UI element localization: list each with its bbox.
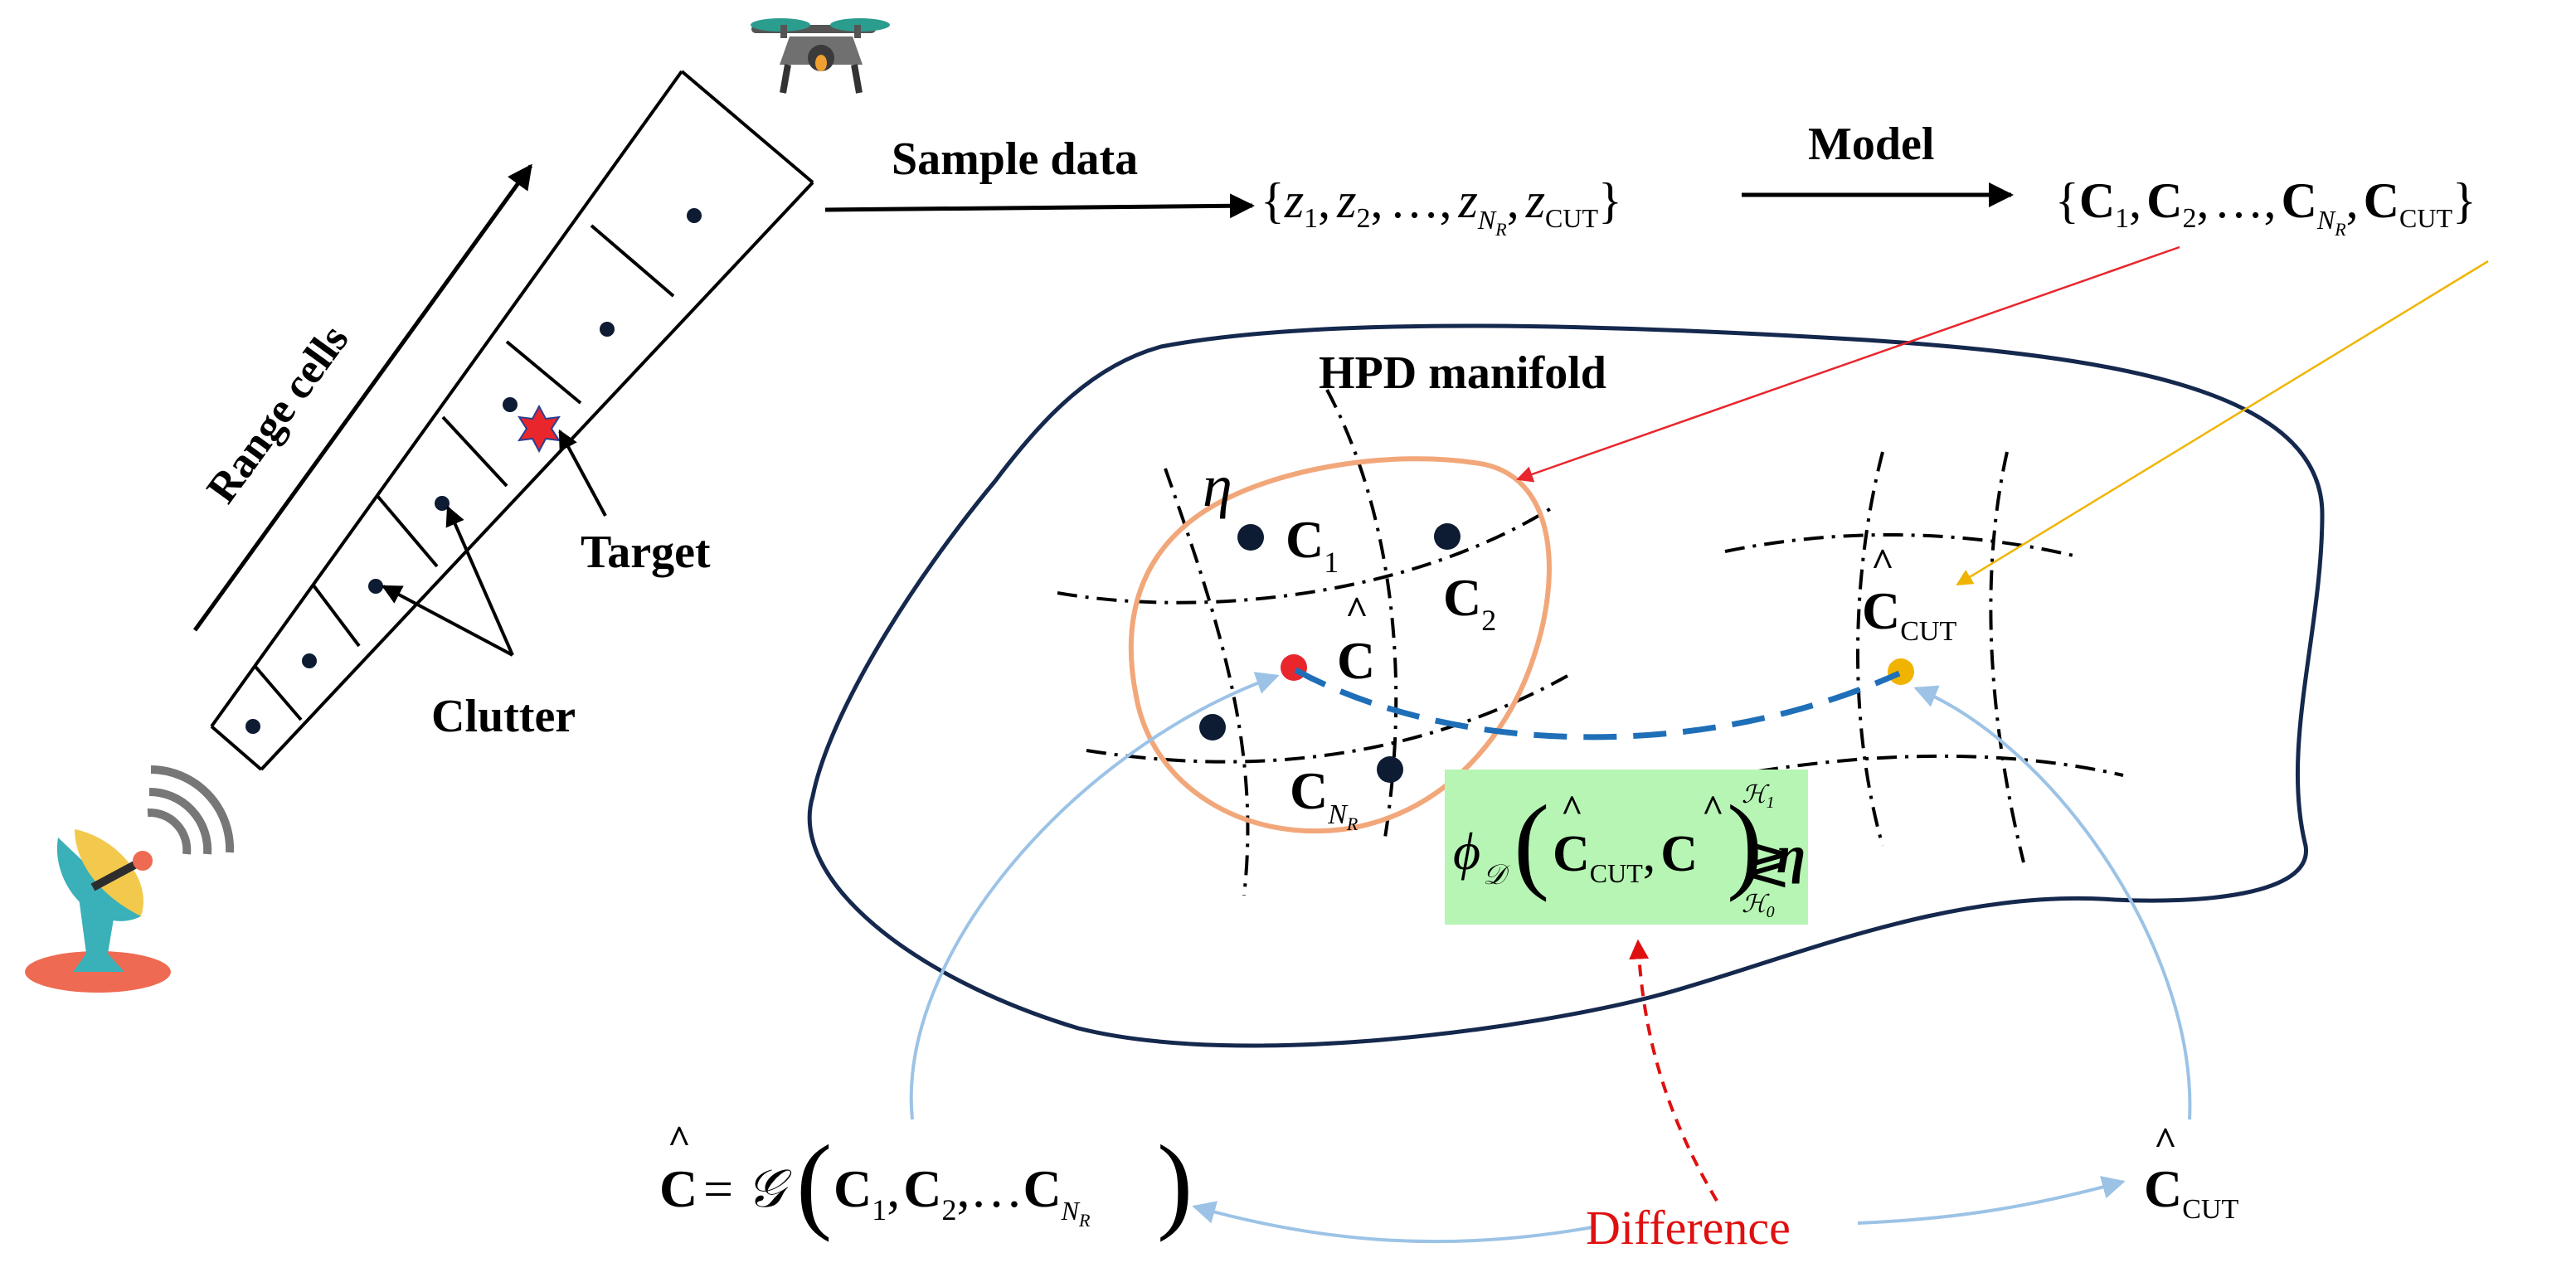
- geodesic-distance-curve: [1294, 667, 1901, 741]
- svg-text:ℋ0: ℋ0: [1742, 891, 1775, 921]
- svg-text:CCUT: CCUT: [1862, 581, 1956, 647]
- svg-text:≷: ≷: [1742, 829, 1791, 896]
- cnr-label: CNR: [1290, 761, 1358, 834]
- svg-text:^: ^: [1702, 787, 1724, 829]
- model-set: {C1,C2,…,CNR,CCUT}: [2055, 173, 2476, 240]
- range-direction-arrow: [192, 163, 533, 632]
- model-to-ccut-arrow: [1956, 260, 2489, 586]
- ccut-point: [1888, 658, 1914, 685]
- svg-text:=: =: [703, 1159, 733, 1218]
- svg-text:𝒢: 𝒢: [746, 1159, 792, 1218]
- svg-text:^: ^: [1345, 589, 1368, 633]
- svg-text:{z1,z2,…,zNR,zCUT}: {z1,z2,…,zNR,zCUT}: [1261, 173, 1622, 240]
- model-label: Model: [1808, 119, 1934, 170]
- range-cells-strip: [210, 70, 814, 771]
- model-to-chat-arrow: [1516, 245, 2180, 483]
- cell-sample-dot: [435, 496, 450, 511]
- svg-text:C: C: [1337, 631, 1375, 690]
- cell-sample-dot: [600, 322, 615, 337]
- difference-to-statistic-arrow: [1629, 939, 1718, 1202]
- cn-point: [1199, 714, 1226, 741]
- sample-data-arrow: [824, 193, 1255, 219]
- drone-icon: [751, 18, 890, 94]
- difference-label: Difference: [1586, 1201, 1791, 1255]
- svg-text:^: ^: [1561, 787, 1583, 829]
- c2-label: C2: [1443, 568, 1496, 637]
- svg-text:(: (: [1514, 784, 1549, 903]
- eta-neighborhood-circle: [1128, 456, 1552, 834]
- manifold-grid-left: [1057, 389, 1568, 896]
- difference-to-ccut-arrow: [1857, 1176, 2126, 1225]
- hpd-manifold-label: HPD manifold: [1319, 347, 1606, 399]
- cell-sample-dot: [302, 653, 317, 668]
- svg-text:C1,C2,…CNR: C1,C2,…CNR: [834, 1159, 1091, 1231]
- clutter-label: Clutter: [431, 691, 576, 742]
- chat-label: C ^: [1337, 589, 1375, 690]
- svg-text:^: ^: [1871, 541, 1894, 585]
- c1-label: C1: [1286, 510, 1339, 579]
- svg-text:): ): [1157, 1124, 1193, 1243]
- svg-text:CCUT,C: CCUT,C: [1553, 826, 1698, 888]
- ccut-label: CCUT ^: [1862, 541, 1956, 647]
- manifold-grid-right: [1724, 451, 2124, 863]
- svg-text:): ): [1727, 784, 1762, 903]
- svg-text:η: η: [1776, 825, 1806, 884]
- range-cells-label: Range cells: [198, 316, 358, 512]
- svg-text:ϕ: ϕ: [1453, 822, 1480, 881]
- cell-sample-dot: [503, 397, 518, 412]
- radar-antenna-icon: [25, 765, 235, 993]
- c2-point: [1434, 523, 1461, 550]
- hpd-manifold-outline: [807, 323, 2325, 1048]
- formula-to-chat-arrow: [909, 672, 1280, 1120]
- clutter-pointer-arrow: [381, 585, 513, 657]
- svg-text:^: ^: [2154, 1119, 2177, 1163]
- difference-to-formula-arrow: [1192, 1201, 1593, 1244]
- cell-sample-dot: [245, 719, 260, 734]
- clutter-pointer-arrow: [445, 505, 514, 656]
- svg-text:ℋ1: ℋ1: [1742, 781, 1775, 812]
- svg-text:^: ^: [668, 1118, 691, 1162]
- cnr-point: [1377, 756, 1403, 783]
- target-star-icon: [518, 404, 561, 454]
- geometric-mean-formula: C ^ = 𝒢 ( C1,C2,…CNR ): [659, 1118, 1193, 1243]
- target-label: Target: [581, 527, 711, 578]
- c1-point: [1237, 524, 1264, 551]
- ccut-bottom-to-point-arrow: [1913, 685, 2192, 1120]
- sample-set: {z1,z2,…,zNR,zCUT}: [1261, 173, 1622, 240]
- svg-text:C: C: [659, 1159, 697, 1218]
- svg-text:CCUT: CCUT: [2144, 1159, 2238, 1225]
- cell-sample-dot: [687, 208, 702, 223]
- svg-text:(: (: [796, 1124, 832, 1243]
- sample-data-label: Sample data: [892, 134, 1138, 185]
- ccut-bottom-label: CCUT ^: [2144, 1119, 2238, 1225]
- range-cell-samples: [245, 208, 702, 734]
- test-statistic-box: [1445, 770, 1808, 925]
- cell-sample-dot: [368, 579, 383, 594]
- target-pointer-arrow: [558, 429, 607, 517]
- svg-text:{C1,C2,…,CNR,CCUT}: {C1,C2,…,CNR,CCUT}: [2055, 173, 2476, 240]
- model-points: [1199, 523, 1461, 783]
- eta-label: η: [1203, 453, 1232, 519]
